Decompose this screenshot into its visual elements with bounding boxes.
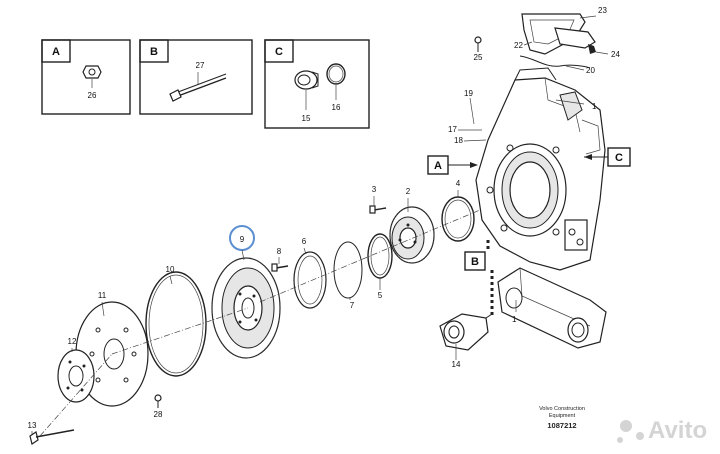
nut-drawing bbox=[82, 65, 102, 79]
part-label-2: 2 bbox=[406, 187, 411, 196]
caption-line1: Volvo Construction bbox=[539, 406, 585, 412]
drawing-number: 1087212 bbox=[547, 421, 576, 430]
watermark-text: Avito bbox=[648, 417, 707, 444]
part-label-9: 9 bbox=[240, 235, 245, 244]
part-label-14: 14 bbox=[452, 360, 461, 369]
gear-assembly bbox=[389, 206, 435, 264]
part-label-12: 12 bbox=[68, 337, 77, 346]
bracket-assembly bbox=[474, 13, 596, 69]
part-label-11: 11 bbox=[98, 291, 107, 300]
part-label-25: 25 bbox=[474, 53, 483, 62]
bolt-drawing bbox=[169, 73, 227, 102]
inset-a-letter: A bbox=[52, 46, 60, 58]
part-label-22: 22 bbox=[514, 41, 523, 50]
part-label-13: 13 bbox=[28, 421, 37, 430]
part-label-19: 19 bbox=[464, 89, 473, 98]
part-label-15: 15 bbox=[302, 114, 311, 123]
avito-watermark: Avito bbox=[617, 417, 707, 444]
part-label-16: 16 bbox=[332, 103, 341, 112]
inset-box-b: B 27 bbox=[139, 39, 253, 115]
callout-a: A bbox=[427, 155, 478, 175]
small-bolt-28 bbox=[154, 394, 162, 408]
callout-b: B bbox=[464, 251, 486, 271]
plug-drawing bbox=[294, 70, 319, 90]
ring-gear bbox=[145, 271, 207, 377]
inset-b-letter: B bbox=[150, 46, 158, 58]
part-label-10: 10 bbox=[166, 265, 175, 274]
part-label-28: 28 bbox=[154, 410, 163, 419]
ring-set bbox=[293, 233, 393, 309]
pump-part bbox=[439, 313, 493, 351]
part-label-1-lower: 1 bbox=[512, 315, 517, 324]
part-label-18: 18 bbox=[454, 136, 463, 145]
inset-box-c: C 15 16 bbox=[264, 39, 370, 129]
part-label-23: 23 bbox=[598, 6, 607, 15]
part-label-20: 20 bbox=[586, 66, 595, 75]
lower-housing-block bbox=[497, 267, 607, 349]
part-label-17: 17 bbox=[448, 125, 457, 134]
spacer-plate bbox=[57, 349, 95, 403]
callout-a-letter: A bbox=[434, 160, 442, 172]
part-label-3: 3 bbox=[372, 185, 377, 194]
flywheel bbox=[211, 257, 281, 359]
part-label-6: 6 bbox=[302, 237, 307, 246]
dashed-connectors bbox=[486, 240, 494, 318]
part-label-8: 8 bbox=[277, 247, 282, 256]
callout-b-letter: B bbox=[471, 256, 479, 268]
part-label-24: 24 bbox=[611, 50, 620, 59]
part-label-7: 7 bbox=[350, 301, 355, 310]
part-label-26: 26 bbox=[88, 91, 97, 100]
part-label-1: 1 bbox=[592, 102, 597, 111]
long-bolt bbox=[29, 429, 75, 445]
part-label-5: 5 bbox=[378, 291, 383, 300]
center-lines bbox=[39, 209, 481, 437]
inset-box-a: A 26 bbox=[41, 39, 131, 115]
part-label-4: 4 bbox=[456, 179, 461, 188]
flywheel-housing bbox=[475, 67, 606, 271]
o-ring-drawing bbox=[326, 63, 346, 85]
bolts bbox=[271, 205, 387, 272]
caption-line2: Equipment bbox=[549, 413, 576, 419]
drawing-caption: Volvo Construction Equipment 1087212 bbox=[539, 406, 585, 430]
part-label-27: 27 bbox=[196, 61, 205, 70]
callout-c: C bbox=[584, 147, 631, 167]
part-labels: 1 1 2 3 4 5 6 7 8 9 10 11 12 13 14 17 18 bbox=[28, 6, 620, 434]
inset-c-letter: C bbox=[275, 46, 283, 58]
callout-c-letter: C bbox=[615, 152, 623, 164]
